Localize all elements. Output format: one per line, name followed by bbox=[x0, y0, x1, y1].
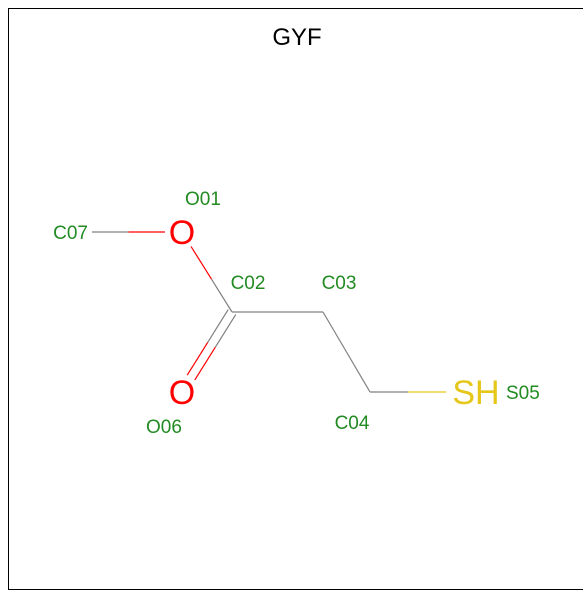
bond-o01-c02-half-b bbox=[210, 278, 233, 313]
atom-label-o01: O01 bbox=[185, 189, 221, 210]
element-symbol-o01: O bbox=[169, 214, 195, 252]
bond-c02-o06-line1-half-b bbox=[186, 342, 209, 376]
bond-c02-o06-line2-half-a bbox=[214, 314, 237, 348]
atom-label-c03: C03 bbox=[322, 273, 357, 294]
atom-label-s05: S05 bbox=[506, 383, 540, 404]
bond-c03-c04-half-b bbox=[345, 351, 371, 393]
bond-layer bbox=[92, 231, 446, 393]
atom-label-o06: O06 bbox=[146, 417, 182, 438]
element-symbol-o06: O bbox=[169, 374, 195, 412]
atom-label-c02: C02 bbox=[231, 273, 266, 294]
bond-c02-o06-line1-half-a bbox=[207, 309, 229, 343]
bond-o01-c02-half-a bbox=[190, 246, 213, 280]
atom-label-c07: C07 bbox=[53, 223, 88, 244]
bond-c02-o06-line2-half-b bbox=[194, 346, 216, 381]
molecule-frame bbox=[8, 8, 583, 590]
bond-c03-c04-half-a bbox=[322, 311, 348, 353]
atom-label-c04: C04 bbox=[335, 413, 370, 434]
molecule-title: GYF bbox=[272, 24, 321, 51]
element-symbol-s05: SH bbox=[452, 374, 499, 412]
